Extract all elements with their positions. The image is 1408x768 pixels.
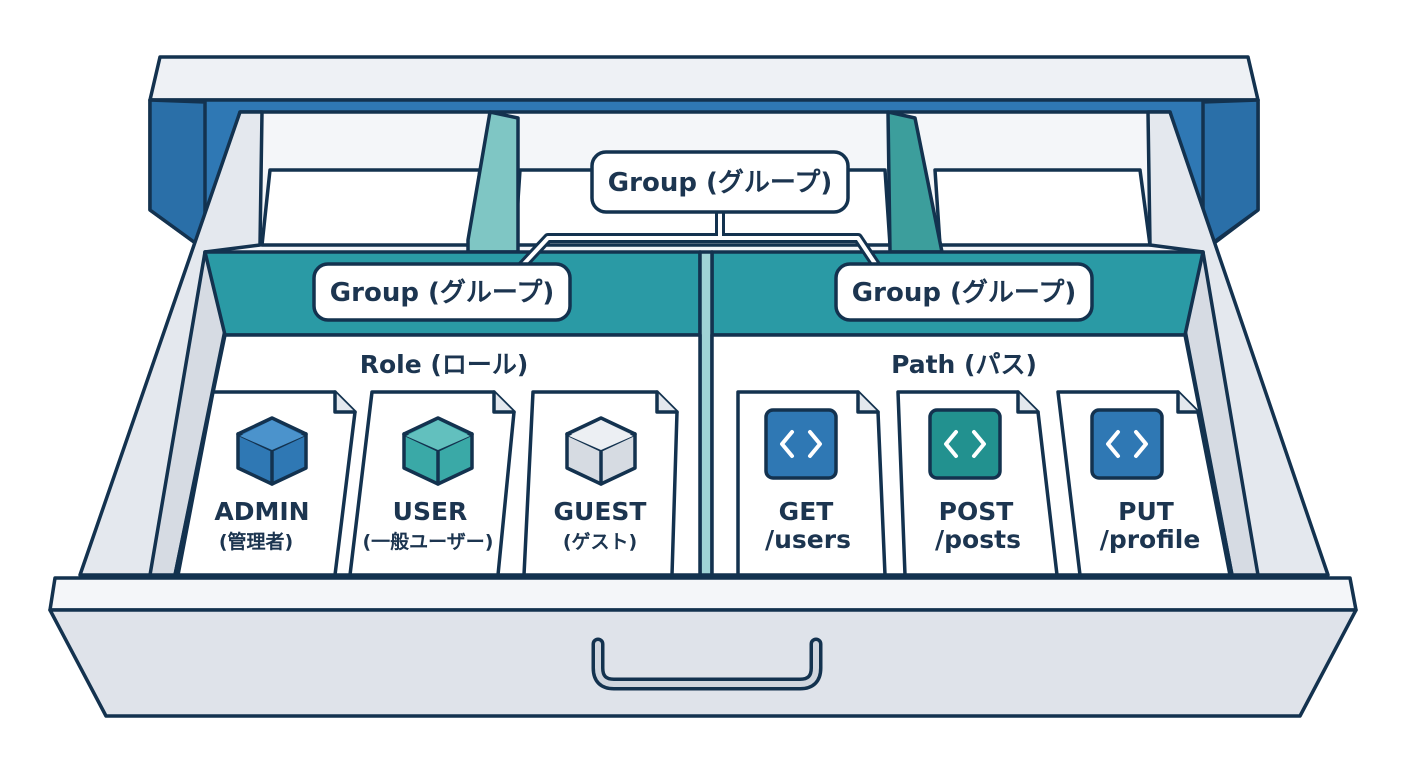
code-icon (1090, 408, 1164, 480)
card-subtitle: (管理者) (219, 530, 293, 553)
role-card-guest[interactable]: GUEST (ゲスト) (522, 390, 679, 577)
top-group-text: Group (グループ) (608, 168, 832, 198)
path-card-put[interactable]: PUT /profile (1056, 390, 1232, 577)
path-section-label: Path (パス) (891, 350, 1037, 379)
path-card-post[interactable]: POST /posts (896, 390, 1059, 577)
role-section-label: Role (ロール) (360, 350, 529, 379)
card-title: USER (393, 497, 468, 526)
left-group-label: Group (グループ) (312, 262, 572, 322)
cube-icon (236, 416, 308, 486)
card-title: PUT (1118, 497, 1174, 526)
left-group-text: Group (グループ) (330, 278, 554, 308)
card-title: GET (779, 497, 834, 526)
role-card-user[interactable]: USER (一般ユーザー) (348, 390, 516, 577)
card-subtitle: (一般ユーザー) (363, 530, 494, 553)
cube-icon (565, 416, 637, 486)
hierarchy-connector (516, 212, 883, 272)
card-subtitle: (ゲスト) (563, 531, 637, 553)
right-group-label: Group (グループ) (834, 262, 1094, 322)
role-card-admin[interactable]: ADMIN (管理者) (176, 390, 357, 577)
top-group-label: Group (グループ) (590, 150, 850, 214)
card-title: POST (939, 497, 1014, 526)
card-title: GUEST (554, 497, 647, 526)
right-group-text: Group (グループ) (852, 278, 1076, 308)
card-subtitle: /users (765, 525, 851, 554)
card-title: ADMIN (214, 497, 309, 526)
path-card-get[interactable]: GET /users (736, 390, 887, 577)
card-subtitle: /posts (935, 525, 1021, 554)
drawer-handle[interactable] (591, 637, 823, 691)
code-icon (928, 408, 1002, 480)
drawer-front (48, 576, 1358, 718)
card-subtitle: /profile (1100, 525, 1201, 554)
code-icon (764, 408, 838, 480)
cube-icon (402, 416, 474, 486)
